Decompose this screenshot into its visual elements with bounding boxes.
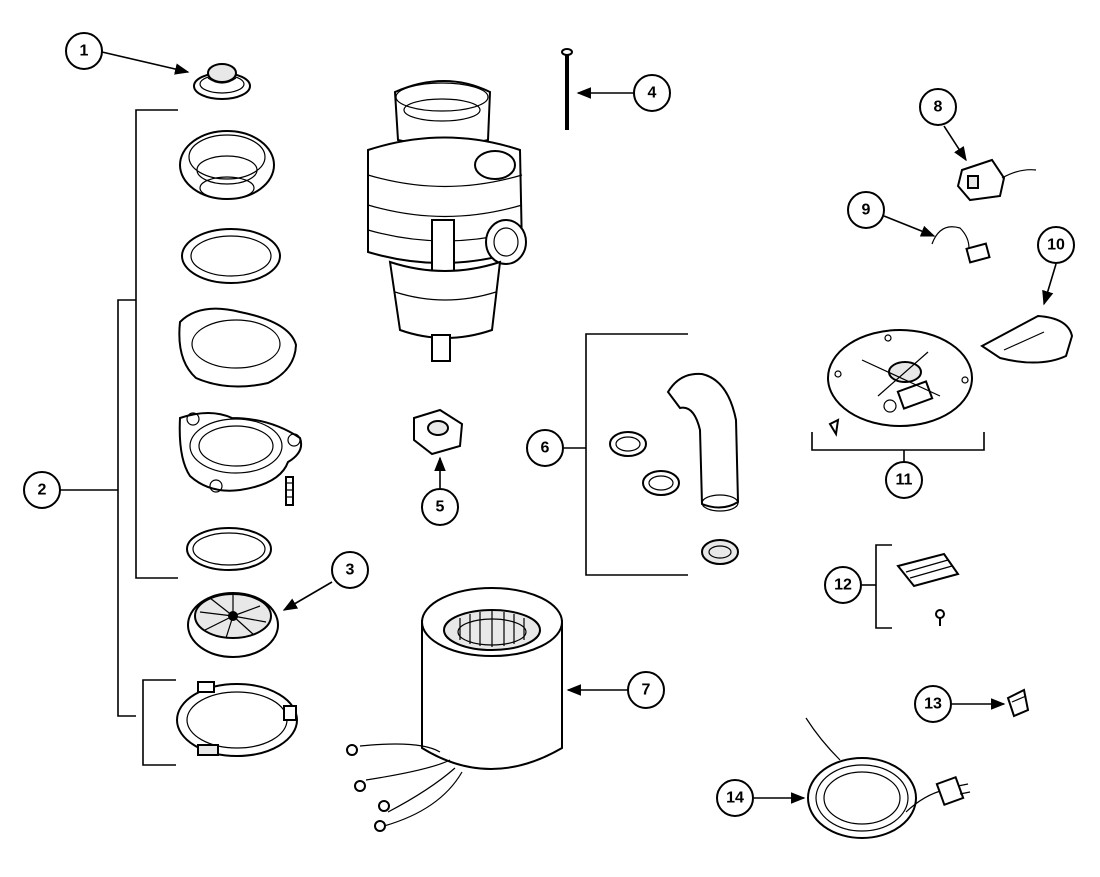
svg-text:13: 13: [924, 696, 942, 713]
callout-7: 7: [627, 671, 665, 709]
svg-text:1: 1: [80, 43, 89, 60]
part-o-ring: [186, 527, 272, 571]
callout-8: 8: [919, 88, 957, 126]
part-mounting-ring: [178, 412, 303, 506]
part-grinder-housing: [367, 80, 527, 362]
bracket-group-12: [862, 544, 892, 629]
bracket-group-6: [564, 333, 688, 576]
callout-10: 10: [1037, 226, 1075, 264]
part-wire-connector: [931, 226, 991, 264]
part-screw: [561, 48, 573, 130]
svg-text:6: 6: [541, 440, 550, 457]
part-clip: [413, 408, 464, 456]
part-backup-flange: [178, 307, 298, 388]
svg-text:7: 7: [642, 682, 651, 699]
callout-3: 3: [331, 551, 369, 589]
bracket-group-2: [60, 109, 178, 766]
svg-text:2: 2: [38, 482, 47, 499]
callout-11: 11: [885, 461, 923, 499]
part-stopper: [193, 63, 251, 100]
leader-lines: [101, 51, 1057, 804]
svg-text:4: 4: [648, 85, 657, 102]
callout-6: 6: [526, 429, 564, 467]
svg-text:5: 5: [436, 499, 445, 516]
svg-text:12: 12: [834, 577, 852, 594]
bracket-group-11: [811, 432, 985, 462]
part-gasket: [181, 228, 281, 284]
part-end-bell: [827, 329, 973, 437]
callout-9: 9: [847, 191, 885, 229]
svg-text:14: 14: [726, 790, 744, 807]
callout-12: 12: [824, 566, 862, 604]
part-switch: [956, 158, 1037, 202]
part-strain-relief: [1006, 688, 1030, 718]
callout-13: 13: [914, 685, 952, 723]
svg-text:3: 3: [346, 562, 355, 579]
svg-text:8: 8: [934, 99, 943, 116]
svg-text:9: 9: [862, 202, 871, 219]
part-motor-stator: [346, 587, 563, 832]
callout-1: 1: [65, 32, 103, 70]
part-baffle: [187, 592, 279, 658]
callout-2: 2: [23, 471, 61, 509]
part-cover: [980, 314, 1074, 364]
part-label-plate: [896, 552, 960, 626]
part-discharge-elbow: [609, 372, 740, 565]
callout-14: 14: [716, 779, 754, 817]
part-sink-flange: [179, 130, 275, 200]
svg-text:11: 11: [896, 472, 913, 489]
svg-text:10: 10: [1047, 237, 1065, 254]
part-power-cord: [805, 717, 971, 839]
part-snap-ring: [176, 681, 298, 757]
callout-4: 4: [633, 74, 671, 112]
callout-5: 5: [421, 488, 459, 526]
